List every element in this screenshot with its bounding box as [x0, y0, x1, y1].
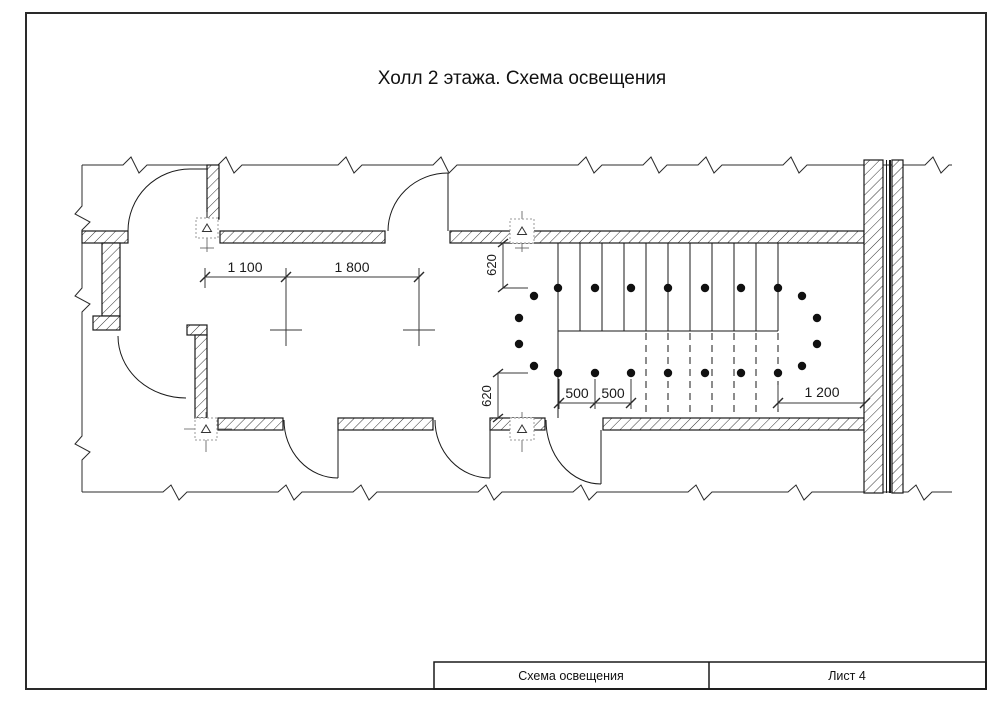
light-dot: [797, 361, 807, 371]
door-arc-bottom-1: [283, 419, 339, 479]
wall-bottom-2: [337, 417, 434, 431]
boundary-break-lines: [74, 156, 952, 501]
junction-box-bottom-left: [194, 417, 218, 441]
dimensions: 1 100 1 800 620 620 500 500 1 200: [199, 238, 871, 423]
light-dot: [812, 313, 822, 323]
wall-pier-top: [206, 164, 220, 220]
door-swings: [117, 168, 602, 485]
wall-left-foot: [92, 315, 121, 331]
light-dot: [590, 283, 600, 293]
light-dot: [590, 368, 600, 378]
dim-label-1800: 1 800: [334, 259, 369, 275]
light-dot: [529, 361, 539, 371]
wall-right-outer-layer: [863, 159, 884, 494]
light-dot: [700, 368, 710, 378]
light-dot: [663, 368, 673, 378]
door-arc-top-left: [127, 168, 191, 232]
junction-box-top-mid: [509, 218, 535, 244]
lamp-triangle-icon: [516, 226, 528, 235]
light-dot: [553, 283, 563, 293]
dim-label-500-a: 500: [565, 385, 589, 401]
staircase: [557, 243, 779, 418]
wall-left-vertical: [101, 242, 121, 317]
light-dot: [514, 339, 524, 349]
break-line-left: [74, 165, 91, 492]
light-dot: [797, 291, 807, 301]
door-arc-bottom-3: [545, 419, 602, 485]
light-dot: [736, 283, 746, 293]
light-dot: [700, 283, 710, 293]
light-fixtures: [514, 283, 822, 378]
junction-boxes: [184, 211, 535, 452]
dim-label-620-bottom: 620: [479, 385, 494, 407]
light-dot: [773, 368, 783, 378]
wall-bottom-1: [217, 417, 284, 431]
light-dot: [773, 283, 783, 293]
wall-right-inner-layer: [891, 159, 904, 494]
page-border-frame: [25, 12, 987, 690]
title-block-frame: [433, 661, 987, 690]
light-dot: [514, 313, 524, 323]
light-dot: [553, 368, 563, 378]
light-dot: [626, 368, 636, 378]
light-dot: [529, 291, 539, 301]
wall-top-left: [81, 230, 129, 244]
drawing-title: Холл 2 этажа. Схема освещения: [378, 68, 666, 89]
dim-label-1100: 1 100: [227, 259, 262, 275]
door-arc-top-mid: [387, 172, 449, 232]
title-block: Схема освещения Лист 4: [433, 661, 987, 690]
light-dot: [812, 339, 822, 349]
title-block-document-name: Схема освещения: [518, 669, 624, 683]
wall-mid-vertical: [194, 334, 208, 419]
lamp-triangle-icon: [201, 223, 213, 232]
dim-label-500-b: 500: [601, 385, 625, 401]
title-block-sheet-number: Лист 4: [828, 669, 866, 683]
light-dot: [626, 283, 636, 293]
light-dot: [663, 283, 673, 293]
wall-top-mid: [219, 230, 386, 244]
door-arc-left-room: [117, 335, 187, 399]
lamp-triangle-icon: [516, 424, 528, 433]
junction-box-bottom-mid: [509, 417, 535, 441]
door-arc-bottom-2: [434, 419, 491, 479]
dim-label-1200: 1 200: [804, 384, 839, 400]
walls: [81, 159, 904, 494]
break-line-top: [82, 156, 952, 174]
junction-box-top-left: [195, 217, 219, 239]
break-line-bottom: [82, 484, 952, 501]
dim-label-620-top: 620: [484, 254, 499, 276]
wall-mid-foot: [186, 324, 208, 336]
light-dot: [736, 368, 746, 378]
wall-bottom-4: [602, 417, 865, 431]
lamp-triangle-icon: [200, 424, 212, 433]
centerline-crosses: [270, 314, 435, 346]
